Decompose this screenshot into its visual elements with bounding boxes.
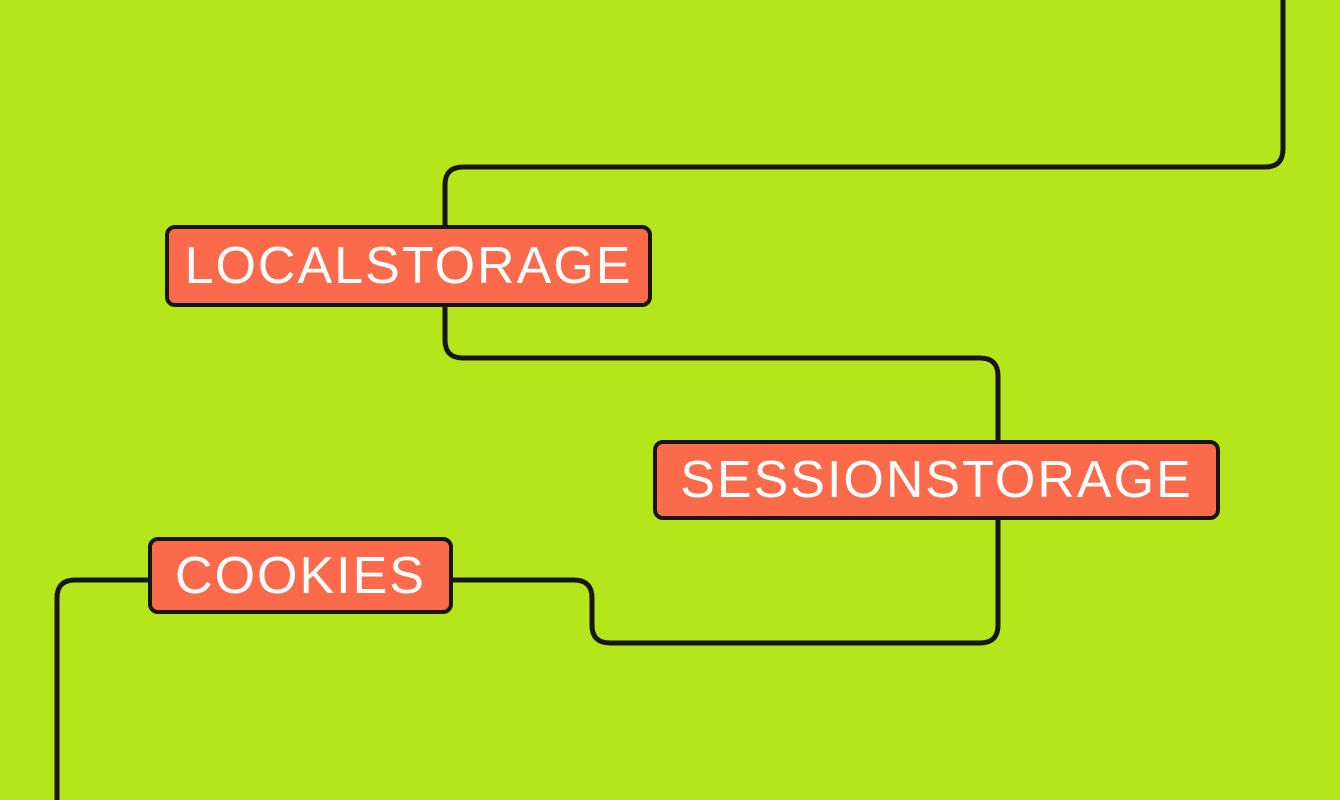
node-cookies: COOKIES xyxy=(148,537,453,614)
node-sessionstorage-label: SESSIONSTORAGE xyxy=(680,451,1193,509)
connector-path xyxy=(54,0,1286,800)
node-cookies-label: COOKIES xyxy=(175,546,426,605)
node-sessionstorage: SESSIONSTORAGE xyxy=(653,440,1220,520)
node-localstorage-label: LOCALSTORAGE xyxy=(184,237,633,295)
node-localstorage: LOCALSTORAGE xyxy=(165,225,652,307)
